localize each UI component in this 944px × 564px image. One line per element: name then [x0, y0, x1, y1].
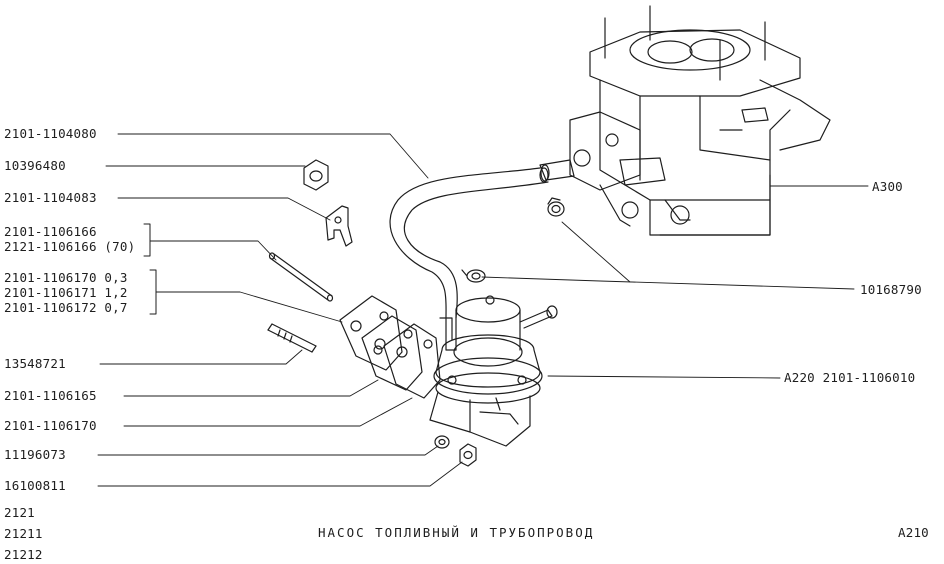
part-label-fuel-hose: 2101-1104080 — [4, 126, 97, 141]
model-code-1: 2121 — [4, 505, 35, 520]
part-label-bracket: 2101-1104083 — [4, 190, 97, 205]
carburetor-drawing — [539, 5, 831, 236]
fuel-pump-drawing — [429, 295, 558, 447]
leader-clamp-right — [481, 276, 855, 290]
leader-hose — [117, 133, 429, 179]
fuel-hose-drawing — [389, 167, 549, 319]
hose-clamp-drawing — [547, 197, 565, 217]
leader-spacer — [123, 379, 379, 397]
leader-gaskets — [157, 291, 343, 323]
part-label-gasket: 2101-1106170 — [4, 418, 97, 433]
part-label-fuel-pump: A220 2101-1106010 — [784, 370, 916, 385]
part-label-gasket-03: 2101-1106170 0,3 — [4, 270, 128, 285]
model-code-3: 21212 — [4, 547, 43, 562]
leader-bracket — [117, 197, 331, 221]
part-label-stud: 13548721 — [4, 356, 66, 371]
stud-drawing — [267, 323, 317, 353]
pump-clamp-drawing — [461, 269, 486, 283]
leader-pushrod — [157, 240, 277, 261]
leader-clamp-top — [561, 221, 631, 283]
model-code-2: 21211 — [4, 526, 43, 541]
leader-nut-bottom — [97, 461, 463, 487]
part-label-pushrod-alt: 2121-1106166 (70) — [4, 239, 136, 254]
label-brackets — [143, 223, 163, 315]
part-label-gasket-12: 2101-1106171 1,2 — [4, 285, 128, 300]
page-code: A210 — [898, 525, 929, 540]
part-label-pushrod: 2101-1106166 — [4, 224, 97, 239]
leader-gasket — [123, 397, 413, 427]
nut-drawing — [303, 159, 329, 191]
washer-drawing — [434, 435, 450, 449]
bracket-drawing — [325, 205, 353, 247]
leader-lines — [97, 133, 869, 487]
part-label-washer: 11196073 — [4, 447, 66, 462]
pushrod-drawing — [268, 252, 334, 302]
part-label-nut-bottom: 16100811 — [4, 478, 66, 493]
part-label-spacer: 2101-1106165 — [4, 388, 97, 403]
part-label-nut: 10396480 — [4, 158, 66, 173]
part-label-clamp: 10168790 — [860, 282, 922, 297]
gasket-stack-drawing — [339, 295, 441, 399]
page-title: НАСОС ТОПЛИВНЫЙ И ТРУБОПРОВОД — [318, 525, 595, 540]
part-label-gasket-07: 2101-1106172 0,7 — [4, 300, 128, 315]
leader-washer — [97, 445, 439, 456]
leader-pump — [547, 375, 781, 379]
bottom-nut-drawing — [459, 443, 477, 467]
part-label-carburetor: A300 — [872, 179, 903, 194]
leader-stud — [99, 349, 303, 365]
